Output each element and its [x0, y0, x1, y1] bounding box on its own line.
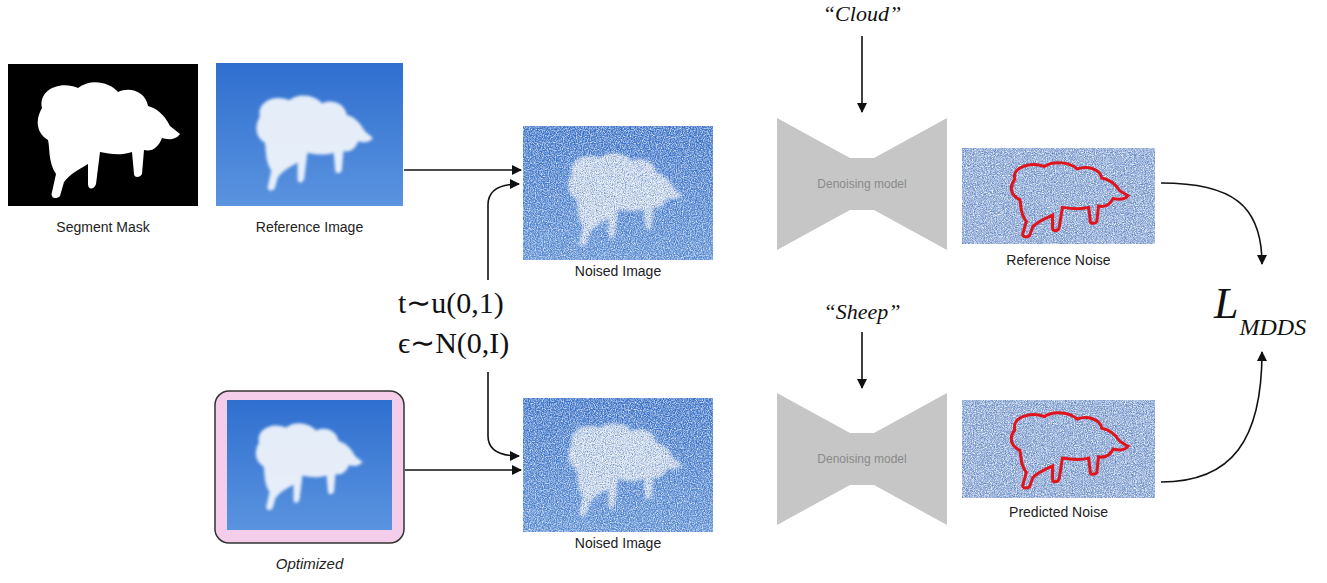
image-caption: Segment Mask [56, 219, 149, 236]
optimized-image: Optimized [215, 391, 404, 543]
model-label: Denoising model [817, 177, 906, 191]
noised-image: Noised Image [523, 398, 713, 532]
noised-image: Noised Image [523, 126, 713, 260]
prompt-text: “Cloud” [823, 2, 901, 26]
denoising-model: Denoising model [777, 118, 947, 250]
image-caption: Predicted Noise [1009, 504, 1108, 521]
reference-picture [216, 63, 403, 206]
noise-arrow [488, 372, 519, 456]
denoising-model: Denoising model [777, 393, 947, 525]
prompt-arrow [861, 36, 863, 112]
noised-picture [523, 126, 713, 260]
noise-map [962, 148, 1155, 244]
segment-mask: Segment Mask [8, 64, 198, 206]
sampling-formula: t∼u(0,1) [398, 286, 504, 319]
flow-arrow [404, 169, 521, 171]
arrows [488, 36, 1262, 482]
reference-image: Reference Image [216, 63, 403, 206]
prompt-text: “Sheep” [824, 300, 901, 324]
predicted-noise: Predicted Noise [962, 400, 1155, 498]
image-caption: Reference Image [256, 219, 363, 236]
reference-noise: Reference Noise [962, 148, 1155, 244]
image-caption: Optimized [276, 555, 344, 573]
model-shape [777, 393, 947, 525]
flow-arrow [405, 469, 521, 471]
noised-picture [523, 398, 713, 532]
image-caption: Reference Noise [1006, 252, 1110, 269]
model-shape [777, 118, 947, 250]
loss-symbol: L [1214, 280, 1238, 328]
optimized-picture [215, 391, 404, 543]
loss-arrow [1161, 352, 1262, 482]
loss-arrow [1161, 183, 1262, 264]
loss-subscript: MDDS [1239, 314, 1306, 340]
prompt-arrow [861, 332, 863, 388]
noise-arrow [488, 184, 519, 280]
sampling-formula: ϵ∼N(0,I) [398, 326, 509, 359]
image-caption: Noised Image [575, 535, 661, 552]
noise-map [962, 400, 1155, 498]
segment-mask-picture [8, 64, 198, 206]
image-caption: Noised Image [575, 263, 661, 280]
model-label: Denoising model [817, 452, 906, 466]
